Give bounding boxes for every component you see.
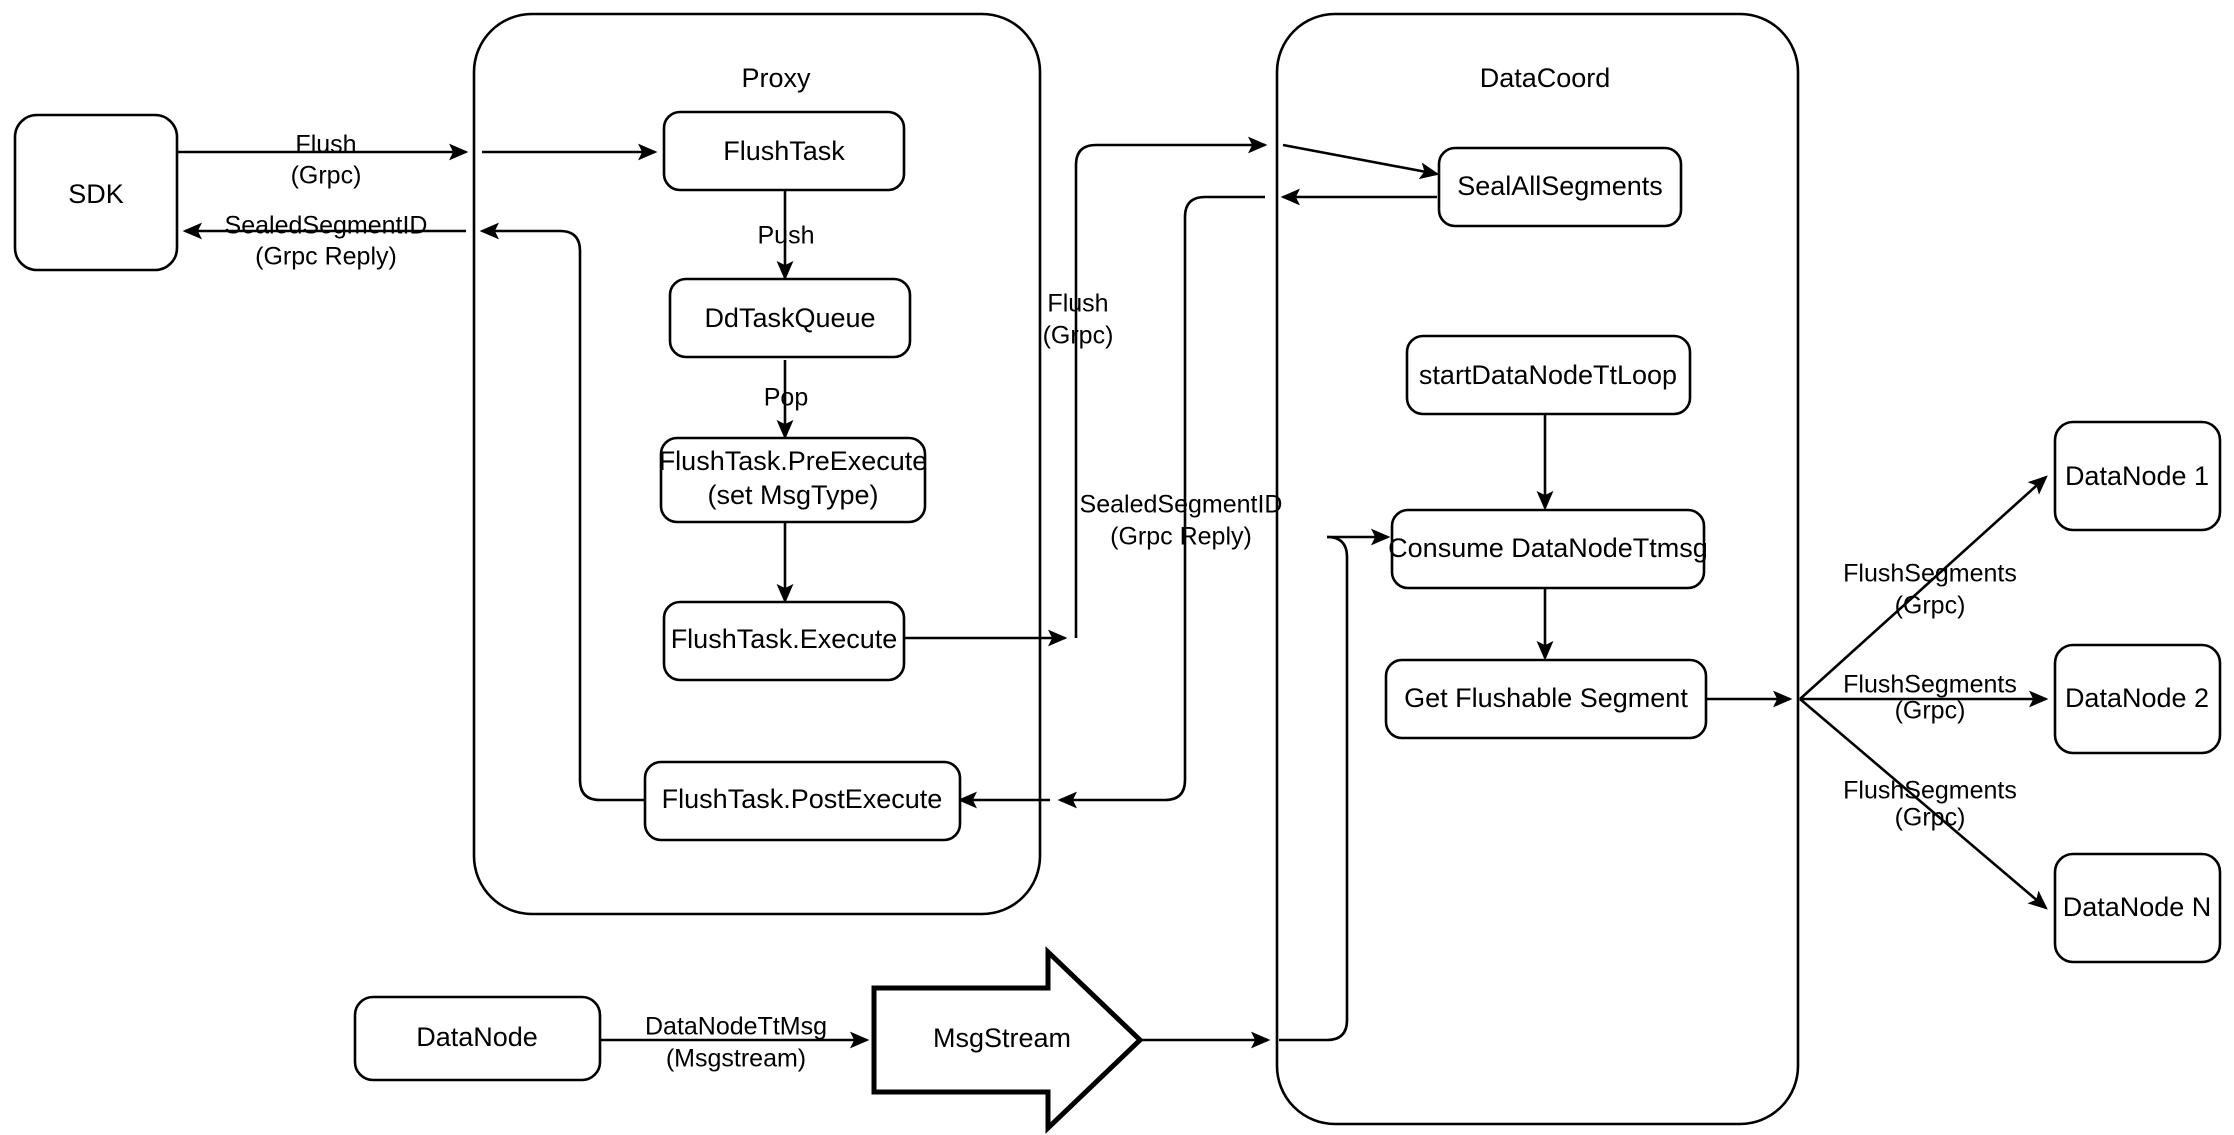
datanode-1-box[interactable] <box>2053 420 2222 532</box>
sdk-to-proxy-label-line2: (Grpc) <box>291 162 362 190</box>
msgstream-arrow-shape[interactable] <box>871 946 1144 1134</box>
flush-segments-n-line1: FlushSegments <box>1843 777 2017 805</box>
sdk-box[interactable] <box>13 113 179 272</box>
proxy-title: Proxy <box>741 63 811 93</box>
edge-datacoord-to-proxy-reply <box>1057 195 1265 809</box>
dd-task-queue-label: DdTaskQueue <box>704 303 875 333</box>
seal-all-segments-label: SealAllSegments <box>1457 171 1663 201</box>
edge-fanout-to-datanoden <box>1799 698 2048 910</box>
label-flush-segments-2: FlushSegments (Grpc) <box>1843 671 2017 725</box>
coord-to-proxy-label-line1: SealedSegmentID <box>1080 491 1283 519</box>
label-proxy-to-sdk: SealedSegmentID (Grpc Reply) <box>225 212 428 271</box>
node-datanode-2[interactable]: DataNode 2 <box>2053 643 2222 755</box>
preexecute-label-line2: (set MsgType) <box>707 480 878 510</box>
flush-segments-2-line2: (Grpc) <box>1895 697 1966 725</box>
node-flush-task-execute[interactable]: FlushTask.Execute <box>662 600 906 682</box>
label-datacoord-to-proxy: SealedSegmentID (Grpc Reply) <box>1080 491 1283 551</box>
edge-msgstream-riser <box>1279 535 1349 1042</box>
datanode-tt-label-line1: DataNodeTtMsg <box>645 1013 827 1041</box>
datanode-2-box[interactable] <box>2053 643 2222 755</box>
execute-box[interactable] <box>662 600 906 682</box>
edge-proxy-to-datacoord-flush <box>1074 136 1268 638</box>
edge-fanout-to-datanode1 <box>1799 475 2048 700</box>
flush-segments-1-line2: (Grpc) <box>1895 592 1966 620</box>
label-sdk-to-proxy: Flush (Grpc) <box>291 131 362 190</box>
node-seal-all-segments[interactable]: SealAllSegments <box>1437 146 1683 228</box>
node-flush-task-preexecute[interactable]: FlushTask.PreExecute (set MsgType) <box>659 436 928 524</box>
datanode-n-box[interactable] <box>2053 852 2222 964</box>
datanode-n-label: DataNode N <box>2063 892 2212 922</box>
datanode-tt-label-line2: (Msgstream) <box>666 1045 806 1073</box>
start-tt-loop-box[interactable] <box>1405 334 1692 416</box>
consume-ttmsg-box[interactable] <box>1390 508 1706 590</box>
datanode-1-label: DataNode 1 <box>2065 461 2209 491</box>
get-flushable-segment-box[interactable] <box>1384 658 1708 740</box>
postexecute-box[interactable] <box>643 760 962 842</box>
datanode-2-label: DataNode 2 <box>2065 683 2209 713</box>
datacoord-title: DataCoord <box>1480 63 1611 93</box>
node-sdk[interactable]: SDK <box>13 113 179 272</box>
datanode-source-box[interactable] <box>353 995 602 1082</box>
node-datanode-n[interactable]: DataNode N <box>2053 852 2222 964</box>
label-proxy-to-datacoord: Flush (Grpc) <box>1043 290 1114 350</box>
pop-label: Pop <box>764 384 808 412</box>
msgstream-label: MsgStream <box>933 1023 1071 1053</box>
node-flush-task-postexecute[interactable]: FlushTask.PostExecute <box>643 760 962 842</box>
sdk-to-proxy-label-line1: Flush <box>295 131 356 159</box>
node-start-datanode-tt-loop[interactable]: startDataNodeTtLoop <box>1405 334 1692 416</box>
node-dd-task-queue[interactable]: DdTaskQueue <box>668 277 912 359</box>
sdk-label: SDK <box>68 179 124 209</box>
node-msgstream[interactable]: MsgStream <box>871 946 1144 1134</box>
proxy-to-coord-label-line1: Flush <box>1047 290 1108 318</box>
get-flushable-segment-label: Get Flushable Segment <box>1404 683 1688 713</box>
execute-label: FlushTask.Execute <box>671 624 898 654</box>
node-datanode-1[interactable]: DataNode 1 <box>2053 420 2222 532</box>
preexecute-box[interactable] <box>659 436 927 524</box>
postexecute-label: FlushTask.PostExecute <box>662 784 943 814</box>
proxy-to-sdk-label-line2: (Grpc Reply) <box>255 243 397 271</box>
push-label: Push <box>758 222 815 250</box>
flush-segments-n-line2: (Grpc) <box>1895 804 1966 832</box>
flush-segments-2-line1: FlushSegments <box>1843 671 2017 699</box>
label-flush-segments-1: FlushSegments (Grpc) <box>1843 560 2017 620</box>
preexecute-label-line1: FlushTask.PreExecute <box>659 446 928 476</box>
label-datanode-ttmsg: DataNodeTtMsg (Msgstream) <box>645 1013 827 1073</box>
flush-task-box[interactable] <box>662 110 906 192</box>
flush-segments-1-line1: FlushSegments <box>1843 560 2017 588</box>
node-consume-datanode-ttmsg[interactable]: Consume DataNodeTtmsg <box>1388 508 1708 590</box>
edge-postexecute-to-sdk-loop <box>479 222 646 802</box>
coord-to-proxy-label-line2: (Grpc Reply) <box>1110 523 1252 551</box>
seal-all-segments-box[interactable] <box>1437 146 1683 228</box>
datanode-source-label: DataNode <box>416 1022 538 1052</box>
start-tt-loop-label: startDataNodeTtLoop <box>1419 360 1677 390</box>
proxy-to-coord-label-line2: (Grpc) <box>1043 322 1114 350</box>
node-flush-task[interactable]: FlushTask <box>662 110 906 192</box>
proxy-to-sdk-label-line1: SealedSegmentID <box>225 212 428 240</box>
label-flush-segments-n: FlushSegments (Grpc) <box>1843 777 2017 832</box>
node-get-flushable-segment[interactable]: Get Flushable Segment <box>1384 658 1708 740</box>
dd-task-queue-box[interactable] <box>668 277 912 359</box>
edge-datacoord-edge-to-sealall <box>1282 143 1440 180</box>
flush-task-label: FlushTask <box>723 136 845 166</box>
consume-ttmsg-label: Consume DataNodeTtmsg <box>1388 533 1708 563</box>
node-datanode-source[interactable]: DataNode <box>353 995 602 1082</box>
